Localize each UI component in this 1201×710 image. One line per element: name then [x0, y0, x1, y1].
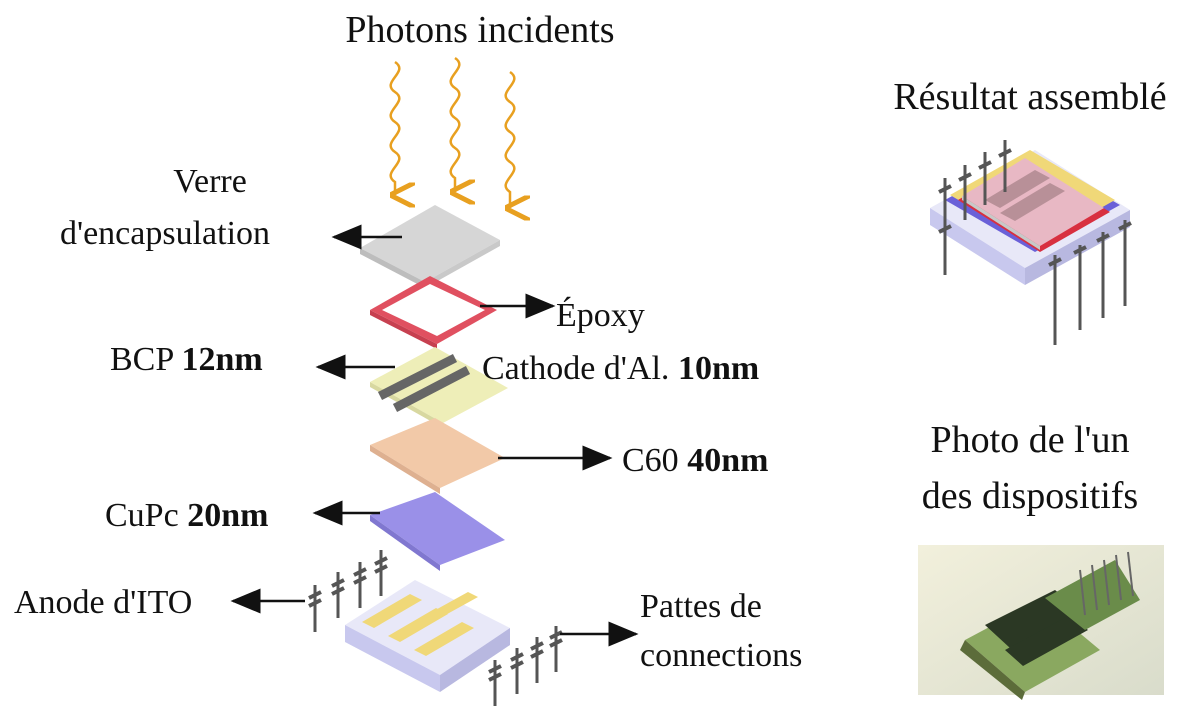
assembled-device [930, 140, 1132, 345]
cupc-label: CuPc 20nm [105, 497, 268, 534]
diagram-title: Photons incidents [345, 9, 614, 51]
left-pins [308, 550, 388, 632]
cathode-label: Cathode d'Al. 10nm [482, 350, 759, 387]
epoxy-layer [370, 276, 497, 349]
device-photo [918, 545, 1164, 700]
glass-label-line2: d'encapsulation [60, 215, 270, 252]
encapsulation-glass-layer [360, 205, 500, 288]
cathode-strips [377, 353, 471, 412]
bcp-label: BCP 12nm [110, 341, 263, 378]
photon-arrow-2 [449, 56, 460, 192]
c60-label: C60 40nm [622, 442, 768, 479]
right-pins [488, 626, 563, 706]
pins-label-line1: Pattes de [640, 588, 762, 625]
epoxy-label: Époxy [556, 297, 645, 334]
ito-patterns [362, 592, 478, 656]
photon-arrows [389, 56, 515, 208]
result-title: Résultat assemblé [893, 76, 1166, 118]
glass-label-line1: Verre [173, 163, 247, 200]
photon-arrow-1 [389, 60, 400, 195]
anode-label: Anode d'ITO [14, 584, 192, 621]
ito-substrate [345, 580, 510, 692]
cupc-layer [370, 492, 505, 571]
photon-arrow-3 [504, 70, 515, 208]
pins-label-line2: connections [640, 637, 802, 674]
photo-title-line2: des dispositifs [922, 475, 1138, 517]
c60-layer [370, 418, 505, 494]
photo-title-line1: Photo de l'un [931, 419, 1130, 461]
